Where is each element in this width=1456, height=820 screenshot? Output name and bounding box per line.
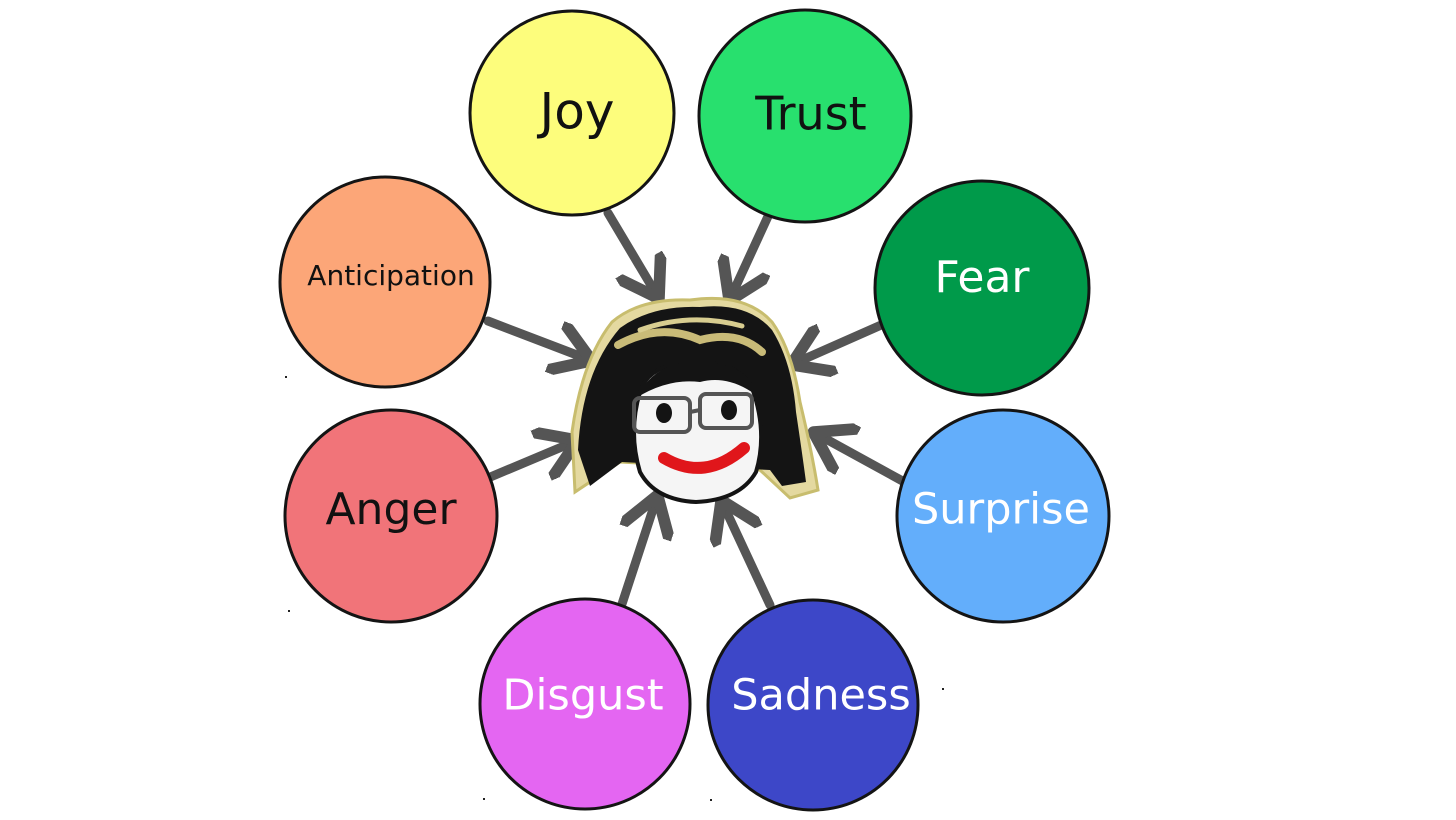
arrow-anger <box>483 441 576 483</box>
surprise-label: Surprise <box>912 485 1090 535</box>
disgust-circle <box>478 597 692 811</box>
anger-label: Anger <box>325 484 457 535</box>
arrow-fear <box>793 317 893 364</box>
hair-streak <box>637 317 745 333</box>
trust-label: Trust <box>754 87 866 141</box>
emotion-circles: Joy Trust Fear Surprise Sadness Disgust … <box>278 8 1111 812</box>
arrows <box>483 207 913 610</box>
arrow-trust <box>730 207 775 299</box>
specks <box>285 376 944 801</box>
arrow-sadness <box>722 502 775 610</box>
eye-right <box>721 400 737 420</box>
hair-streak <box>614 328 766 356</box>
arrow-surprise <box>815 433 913 489</box>
emotion-surprise: Surprise <box>895 408 1111 624</box>
arrow-disgust <box>617 497 657 609</box>
arrow-anticipation <box>483 316 590 360</box>
person-face-icon <box>570 296 820 505</box>
emotion-sadness: Sadness <box>706 598 920 812</box>
sadness-label: Sadness <box>731 671 910 721</box>
anticipation-circle <box>278 175 492 389</box>
anticipation-label: Anticipation <box>307 259 474 292</box>
glasses-left-lens <box>632 396 692 434</box>
sadness-circle <box>706 598 920 812</box>
anger-circle <box>283 408 499 624</box>
fear-label: Fear <box>934 252 1030 303</box>
arrow-joy <box>603 208 658 297</box>
emotion-anticipation: Anticipation <box>278 175 492 389</box>
emotion-disgust: Disgust <box>478 597 692 811</box>
eye-left <box>656 403 672 423</box>
disgust-label: Disgust <box>502 671 663 721</box>
trust-circle <box>697 8 913 224</box>
emotion-anger: Anger <box>283 408 499 624</box>
joy-label: Joy <box>537 83 615 141</box>
joy-circle <box>468 9 676 217</box>
smile <box>658 442 750 474</box>
bangs <box>636 361 760 398</box>
glasses-bridge <box>689 408 701 414</box>
emotion-joy: Joy <box>468 9 676 217</box>
emotion-fear: Fear <box>873 179 1091 397</box>
surprise-circle <box>895 408 1111 624</box>
fear-circle <box>873 179 1091 397</box>
emotion-trust: Trust <box>697 8 913 224</box>
